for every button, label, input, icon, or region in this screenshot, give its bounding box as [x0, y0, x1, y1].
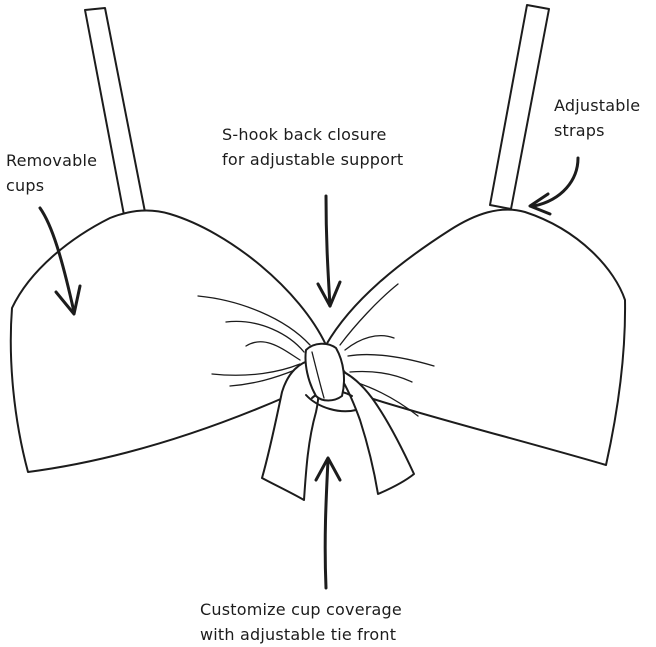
right-pleat-5 — [354, 381, 419, 417]
cups-arrow-line — [38, 206, 76, 314]
left-pleat-4 — [211, 363, 301, 376]
cups-arrow-head — [54, 284, 82, 316]
tie-front-line-2: with adjustable tie front — [200, 625, 397, 644]
left-pleat-5 — [229, 369, 296, 387]
left-pleat-2 — [225, 320, 305, 353]
tie-front-label: Customize cup coverage with adjustable t… — [200, 597, 402, 647]
tie-knot — [304, 342, 345, 402]
adjustable-straps-label: Adjustable straps — [554, 93, 640, 143]
back-closure-line-1: S-hook back closure — [222, 125, 387, 144]
right-pleat-2 — [344, 335, 395, 351]
right-strap — [489, 4, 550, 210]
tie-front-line-1: Customize cup coverage — [200, 600, 402, 619]
back-closure-line-2: for adjustable support — [222, 150, 404, 169]
back-closure-label: S-hook back closure for adjustable suppo… — [222, 122, 403, 172]
tie-arrow-line — [323, 458, 330, 590]
tie-arrow-head — [314, 456, 342, 482]
right-pleat-1 — [339, 283, 399, 346]
tie-left-end — [261, 359, 320, 501]
straps-arrow-head — [528, 192, 552, 216]
left-cup — [9, 209, 327, 473]
removable-cups-line-1: Removable — [6, 151, 98, 170]
knot-fold — [311, 351, 325, 399]
closure-arrow-line — [324, 194, 332, 308]
closure-arrow-head — [316, 280, 342, 308]
tie-right-end — [333, 367, 415, 495]
right-cup — [325, 208, 627, 466]
removable-cups-line-2: cups — [6, 176, 45, 195]
right-pleat-4 — [349, 370, 413, 383]
left-pleat-1 — [197, 295, 311, 346]
adjustable-straps-line-2: straps — [554, 121, 605, 140]
removable-cups-label: Removable cups — [6, 148, 97, 198]
knot-opening — [305, 394, 357, 413]
left-pleat-3 — [245, 341, 301, 361]
straps-arrow-line — [532, 156, 580, 208]
right-pleat-3 — [347, 353, 435, 367]
adjustable-straps-line-1: Adjustable — [554, 96, 641, 115]
